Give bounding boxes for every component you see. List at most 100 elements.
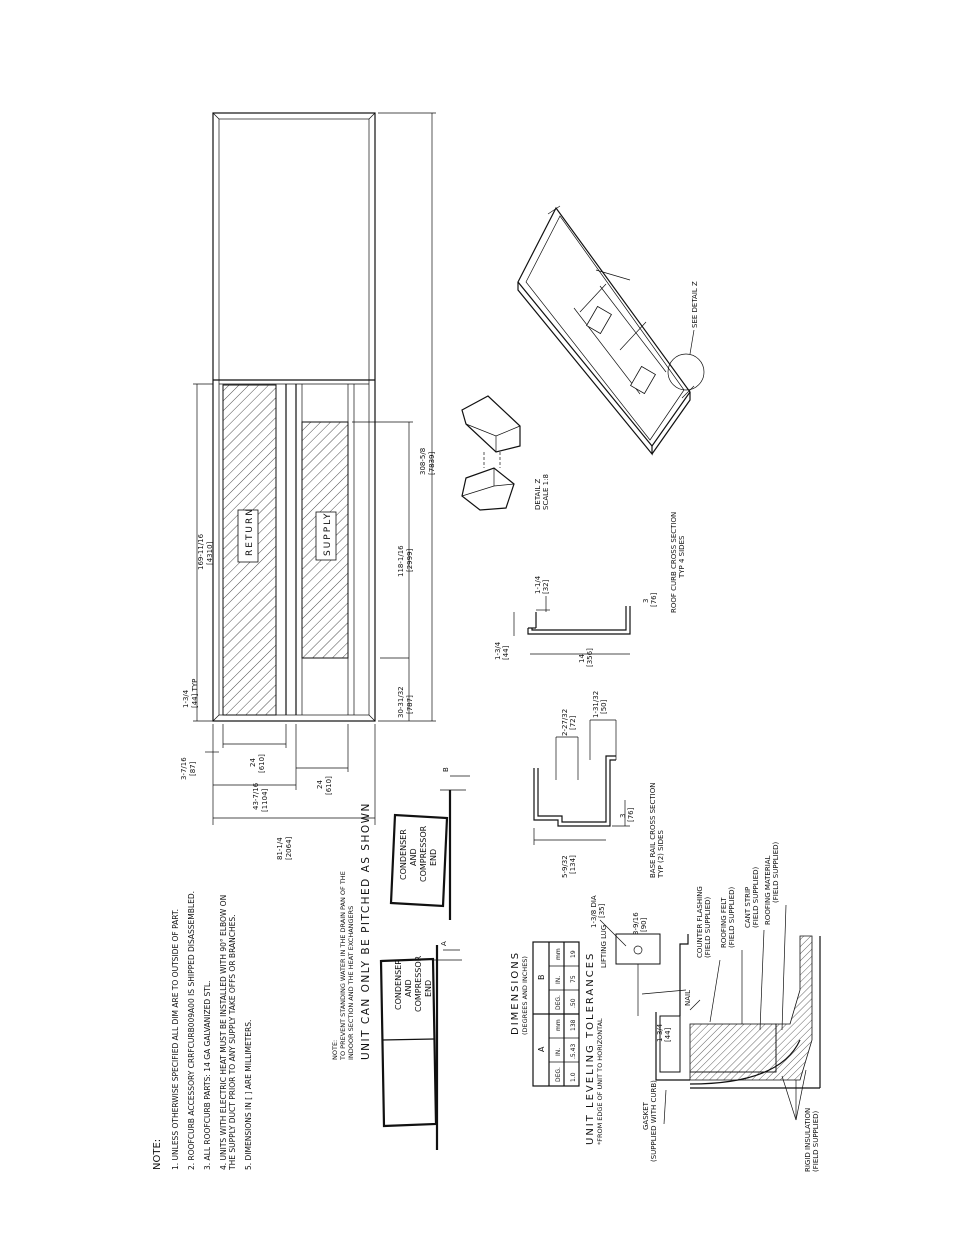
- lug-dim-2: 1-3/4: [656, 1023, 664, 1042]
- gasket-line-1: GASKET: [642, 1101, 650, 1130]
- tolerance-group-b: B: [537, 975, 546, 981]
- pitch-diagram-a: A: [379, 941, 462, 1150]
- curb-plan-view: RETURN SUPPLY: [212, 112, 376, 722]
- dim-supply-length-mm: [2999]: [406, 548, 414, 572]
- detail-z-scale: SCALE 1:8: [542, 474, 550, 510]
- detail-z-callout-circle: [667, 353, 705, 391]
- note-5: 5. DIMENSIONS IN [ ] ARE MILLIMETERS.: [244, 1020, 253, 1170]
- cant-strip: [689, 1023, 777, 1073]
- dim-opening-a-mm: [610]: [258, 754, 266, 773]
- pitch-b-line-3: COMPRESSOR: [419, 825, 428, 882]
- pitch-note: NOTE: TO PREVENT STANDING WATER IN THE D…: [331, 802, 372, 1061]
- notes-block: NOTE: 1. UNLESS OTHERWISE SPECIFIED ALL …: [152, 891, 253, 1171]
- pitch-b-line-2: AND: [409, 848, 418, 866]
- detail-z-callout: SEE DETAIL Z: [691, 281, 699, 328]
- counter-flashing-line-1: COUNTER FLASHING: [696, 886, 704, 958]
- rail-dim-3-mm: [76]: [627, 807, 635, 822]
- dim-supply-offset: 30-31/32: [397, 686, 405, 718]
- lug-dim-1: 3-9/16: [632, 912, 640, 935]
- plan-dimension-lines: [193, 112, 436, 825]
- pitch-a-line-4: END: [424, 980, 433, 997]
- detail-z-drawing: [461, 395, 521, 511]
- tolerance-subheading: *FROM EDGE OF UNIT TO HORIZONTAL: [596, 1018, 604, 1145]
- tolerance-val-3: 138: [570, 1019, 577, 1031]
- rigid-insulation-line-2: (FIELD SUPPLIED): [812, 1110, 820, 1172]
- tolerance-col-6: mm: [555, 948, 562, 960]
- dim-return-length: 169-11/16: [197, 533, 205, 570]
- curb-dim-1-mm: [44]: [502, 645, 510, 660]
- pitch-b-label: B: [442, 767, 450, 772]
- rail-dim-2-mm: [50]: [600, 699, 608, 714]
- note-4: 4. UNITS WITH ELECTRIC HEAT MUST BE INST…: [219, 895, 228, 1170]
- dim-rail-typ: 1-3/4: [182, 689, 190, 708]
- pitch-main-text: UNIT CAN ONLY BE PITCHED AS SHOWN: [360, 802, 372, 1060]
- pitch-b-line-4: END: [429, 849, 438, 866]
- rail-dim-1: 2-27/32: [561, 709, 569, 736]
- cant-strip-line-2: (FIELD SUPPLIED): [752, 866, 760, 928]
- pitch-unit-b-label: CONDENSER AND COMPRESSOR END: [399, 825, 438, 882]
- cant-strip-line-1: CANT STRIP: [744, 887, 752, 928]
- roofing-felt-line-2: (FIELD SUPPLIED): [728, 886, 736, 948]
- pitch-diagram-b: B: [389, 767, 470, 920]
- tolerance-group-a: A: [537, 1046, 546, 1052]
- tolerance-title: DIMENSIONS: [510, 951, 521, 1035]
- dim-opening-b: 24: [316, 780, 324, 789]
- tolerance-val-4: .50: [570, 998, 577, 1008]
- dim-overall-width: 81-1/4: [276, 837, 284, 860]
- dim-rail-typ-mm: [44] TYP: [191, 679, 199, 708]
- tolerances-block: DIMENSIONS (DEGREES AND INCHES) A B DEG.…: [510, 941, 604, 1145]
- dim-overall-length: 308-5/8: [419, 448, 427, 475]
- tolerance-col-1: DEG.: [555, 1067, 562, 1082]
- rail-dim-2: 1-31/32: [592, 691, 600, 718]
- note-4-cont: THE SUPPLY DUCT PRIOR TO ANY SUPPLY TAKE…: [228, 915, 237, 1171]
- nail-label: NAIL: [684, 990, 692, 1006]
- dim-mid-width: 43-7/16: [252, 782, 260, 810]
- pitch-a-label: A: [440, 941, 448, 946]
- lifting-lug-label: LIFTING LUG: [600, 925, 608, 968]
- note-3: 3. ALL ROOFCURB PARTS: 14 GA GALVANIZED …: [203, 981, 212, 1170]
- dim-supply-length: 118-1/16: [397, 545, 405, 577]
- roofing-material-line-2: (FIELD SUPPLIED): [772, 841, 780, 903]
- supply-label: SUPPLY: [323, 512, 333, 556]
- tolerance-val-6: 19: [570, 950, 577, 958]
- tolerance-table: [532, 941, 580, 1087]
- return-label: RETURN: [245, 507, 255, 556]
- tolerance-col-3: mm: [555, 1019, 562, 1031]
- dim-edge: 3-7/16: [180, 757, 188, 780]
- rail-dim-4-mm: [134]: [569, 855, 577, 874]
- pitch-a-line-2: AND: [404, 979, 413, 997]
- dim-opening-a: 24: [249, 758, 257, 767]
- roofing-material-line-1: ROOFING MATERIAL: [764, 855, 772, 925]
- flashing-detail: [599, 904, 821, 1125]
- pitch-note-line-1: NOTE:: [331, 1040, 339, 1060]
- tolerance-col-2: IN.: [555, 1048, 562, 1056]
- tolerance-val-2: .5.43: [570, 1044, 577, 1059]
- curb-dim-1: 1-3/4: [494, 641, 502, 660]
- base-rail-section: [533, 719, 630, 845]
- rail-dim-4: 5-9/32: [561, 855, 569, 878]
- counter-flashing-line-2: (FIELD SUPPLIED): [704, 896, 712, 958]
- pitch-b-line-1: CONDENSER: [399, 829, 408, 880]
- insulation: [689, 935, 813, 1081]
- curb-dim-3-mm: [356]: [586, 648, 594, 667]
- dim-supply-offset-mm: [787]: [406, 695, 414, 714]
- curb-dim-2-mm: [32]: [542, 579, 550, 594]
- roof-curb-subtitle: TYP 4 SIDES: [678, 535, 686, 579]
- curb-dim-3: 14: [578, 654, 586, 663]
- curb-dim-4: 3: [642, 599, 650, 603]
- rigid-insulation-line-1: RIGID INSULATION: [804, 1108, 812, 1172]
- roof-curb-section: [513, 596, 631, 655]
- roofing-felt-line-1: ROOFING FELT: [720, 897, 728, 948]
- rail-dim-3: 3: [619, 814, 627, 818]
- pitch-a-line-3: COMPRESSOR: [414, 955, 423, 1012]
- lug-dia: 1-3/8 DIA: [590, 895, 598, 928]
- tolerance-col-4: DEG.: [555, 995, 562, 1010]
- dim-opening-b-mm: [610]: [325, 776, 333, 795]
- lug-dia-mm: [35]: [598, 903, 606, 918]
- note-2: 2. ROOFCURB ACCESSORY CRRFCURB009A00 IS …: [187, 891, 196, 1170]
- pitch-note-line-2: TO PREVENT STANDING WATER IN THE DRAIN P…: [339, 871, 347, 1061]
- pitch-note-line-3: INDOOR SECTION AND THE HEAT EXCHANGERS: [347, 906, 355, 1060]
- lug-dim-1-mm: [90]: [640, 917, 648, 932]
- lug-dim-2-mm: [44]: [664, 1027, 672, 1042]
